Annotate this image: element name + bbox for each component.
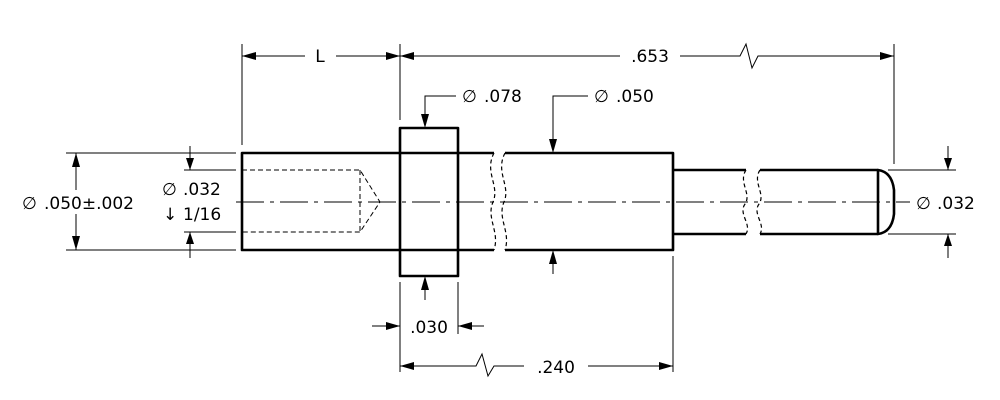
leader-collar-top: [424, 95, 456, 126]
arrow-collar-top: [421, 114, 429, 128]
dim-hole-depth-label: 1/16: [183, 205, 221, 225]
arrow-030-right: [458, 322, 472, 330]
dimension-collar-width: .030: [372, 282, 484, 372]
right-body-outline: [505, 151, 675, 252]
arrow-240-right: [659, 362, 673, 370]
dim-hole-depth-symbol: ↓: [163, 205, 177, 225]
dim-tip-diameter-label: .032: [937, 194, 975, 214]
arrow-left-diameter-bottom: [72, 236, 80, 250]
arrow-collar-bottom: [421, 276, 429, 290]
dim-240-label: .240: [537, 358, 575, 378]
dim-050-diameter-symbol: ∅: [594, 87, 609, 107]
tip-label-bg: [912, 190, 992, 214]
arrow-hole-bottom: [186, 232, 194, 244]
hole-outline: [242, 169, 381, 233]
hole-label-bg: [156, 176, 232, 226]
dim-left-diameter-symbol: ∅: [22, 194, 37, 214]
arrow-L-left: [242, 52, 256, 60]
arrow-653-left: [400, 52, 414, 60]
dim-line-240-left-break: [400, 352, 524, 378]
arrow-653-right: [880, 52, 894, 60]
dimension-left-diameter: ∅ .050±.002: [18, 152, 236, 251]
shaft-break-right: [756, 169, 762, 235]
dim-hole-diameter-symbol: ∅: [162, 180, 177, 200]
dim-hole-diameter-label: .032: [183, 180, 221, 200]
arrow-body-bottom: [549, 250, 557, 264]
dim-030-label: .030: [410, 318, 448, 338]
dimension-body-length: .240: [400, 256, 674, 378]
dim-078-label: .078: [484, 87, 522, 107]
hidden-drilled-hole: [242, 169, 381, 233]
dimension-collar-diameter: ∅ .078: [421, 87, 522, 300]
dimension-body-diameter: ∅ .050: [549, 87, 654, 274]
arrow-tip-bottom: [944, 234, 952, 246]
dim-tip-diameter-symbol: ∅: [916, 194, 931, 214]
dimension-tip-diameter: ∅ .032: [888, 146, 992, 258]
shaft-break-left: [742, 169, 748, 235]
dim-050-label: .050: [616, 87, 654, 107]
arrow-hole-top: [186, 158, 194, 170]
left-diameter-label-bg: [18, 190, 140, 214]
dim-L-label: L: [315, 47, 325, 67]
rounded-tip: [876, 168, 896, 236]
dimension-hole: ∅ .032 ↓ 1/16: [156, 146, 236, 258]
arrow-L-right: [386, 52, 400, 60]
arrow-tip-top: [944, 158, 952, 170]
dim-078-diameter-symbol: ∅: [462, 87, 477, 107]
dim-line-653-right-break: [680, 42, 894, 70]
leader-body-top: [552, 95, 588, 151]
dim-left-diameter-label: .050±.002: [44, 194, 134, 214]
arrow-body-top: [549, 139, 557, 153]
arrow-030-left: [386, 322, 400, 330]
dim-653-label: .653: [631, 47, 669, 67]
arrow-left-diameter-top: [72, 153, 80, 167]
dimension-top: L .653: [241, 42, 895, 164]
arrow-240-left: [400, 362, 414, 370]
